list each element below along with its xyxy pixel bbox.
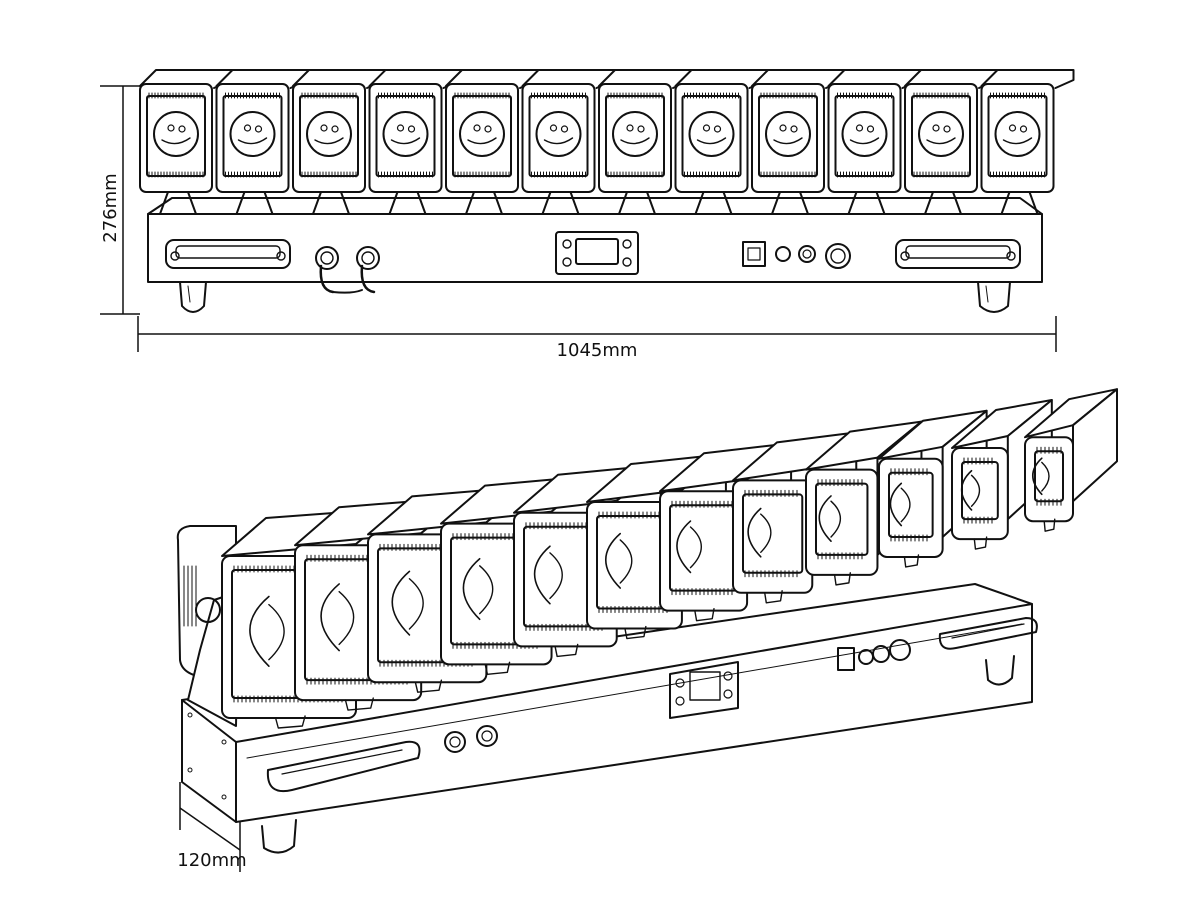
- yoke: [771, 191, 809, 215]
- persp-head-front: [805, 468, 879, 576]
- yoke: [541, 191, 580, 215]
- persp-lens: [1032, 457, 1043, 496]
- base-housing: [147, 213, 1043, 283]
- head-housing: [598, 83, 672, 193]
- yoke: [312, 191, 350, 215]
- power-connectors: [315, 246, 380, 294]
- front-fixture-head: [827, 69, 922, 215]
- lens: [918, 111, 964, 157]
- lens: [306, 111, 352, 157]
- depth-dimension: [179, 782, 241, 872]
- head-housing: [445, 83, 519, 193]
- persp-switch: [837, 647, 855, 671]
- persp-right-handle: [938, 617, 1038, 650]
- height-label: 276mm: [100, 173, 121, 242]
- persp-left-foot: [261, 819, 297, 854]
- persp-connector: [476, 725, 498, 747]
- persp-left-handle: [266, 740, 421, 792]
- height-dimension: [100, 85, 140, 315]
- width-dimension: [137, 316, 1057, 352]
- lens: [841, 111, 888, 157]
- control-display: [555, 231, 639, 275]
- left-handle: [165, 239, 291, 269]
- head-housing: [521, 83, 596, 193]
- lens: [153, 111, 199, 157]
- rear-controls: [742, 241, 851, 269]
- lens: [994, 111, 1041, 157]
- persp-lens: [391, 570, 411, 636]
- front-view: [139, 69, 1075, 313]
- persp-head-front: [951, 447, 1009, 541]
- persp-display: [669, 661, 739, 719]
- head-housing: [368, 83, 443, 193]
- head-housing: [751, 83, 825, 193]
- base-side-face: [181, 699, 237, 823]
- persp-lens: [249, 595, 270, 667]
- front-fixture-head: [751, 69, 845, 215]
- yoke: [847, 191, 886, 215]
- head-housing: [980, 83, 1055, 193]
- front-fixture-head: [980, 69, 1075, 215]
- left-foot: [179, 281, 207, 313]
- persp-lens: [533, 545, 551, 605]
- yoke: [388, 191, 427, 215]
- yoke: [235, 191, 274, 215]
- head-housing: [827, 83, 902, 193]
- yoke: [618, 191, 656, 215]
- persp-lens: [818, 495, 832, 542]
- persp-control: [889, 639, 911, 661]
- head-housing: [215, 83, 290, 193]
- front-fixture-head: [674, 69, 769, 215]
- lens: [688, 111, 735, 157]
- lens: [229, 111, 276, 157]
- yoke: [1000, 191, 1039, 215]
- persp-lens: [320, 583, 340, 652]
- front-fixture-head: [521, 69, 616, 215]
- persp-lens: [747, 507, 762, 558]
- yoke: [694, 191, 733, 215]
- persp-lens: [889, 482, 903, 527]
- width-label: 1045mm: [557, 340, 638, 361]
- persp-right-foot: [985, 655, 1015, 686]
- lens: [459, 111, 505, 157]
- lens: [382, 111, 429, 157]
- front-fixture-head: [445, 69, 539, 215]
- front-fixture-head: [215, 69, 310, 215]
- perspective-view: [176, 388, 1118, 854]
- persp-control: [872, 645, 890, 663]
- persp-lens: [960, 469, 973, 511]
- right-handle: [895, 239, 1021, 269]
- yoke: [924, 191, 962, 215]
- head-housing: [292, 83, 366, 193]
- lens: [612, 111, 658, 157]
- persp-connector: [444, 731, 466, 753]
- persp-head-front: [878, 457, 944, 558]
- head-housing: [139, 83, 213, 193]
- depth-label: 120mm: [177, 850, 246, 871]
- yoke: [465, 191, 503, 215]
- lens: [535, 111, 582, 157]
- right-foot: [977, 281, 1011, 313]
- front-fixture-head: [292, 69, 386, 215]
- front-fixture-head: [368, 69, 463, 215]
- persp-lens: [605, 532, 622, 589]
- persp-fixture-head: [1024, 388, 1118, 532]
- front-fixture-head: [904, 69, 998, 215]
- head-housing: [674, 83, 749, 193]
- persp-lens: [462, 557, 481, 621]
- base-top-edge: [147, 197, 1043, 215]
- persp-lens: [676, 520, 692, 574]
- lens: [765, 111, 811, 157]
- head-housing: [904, 83, 978, 193]
